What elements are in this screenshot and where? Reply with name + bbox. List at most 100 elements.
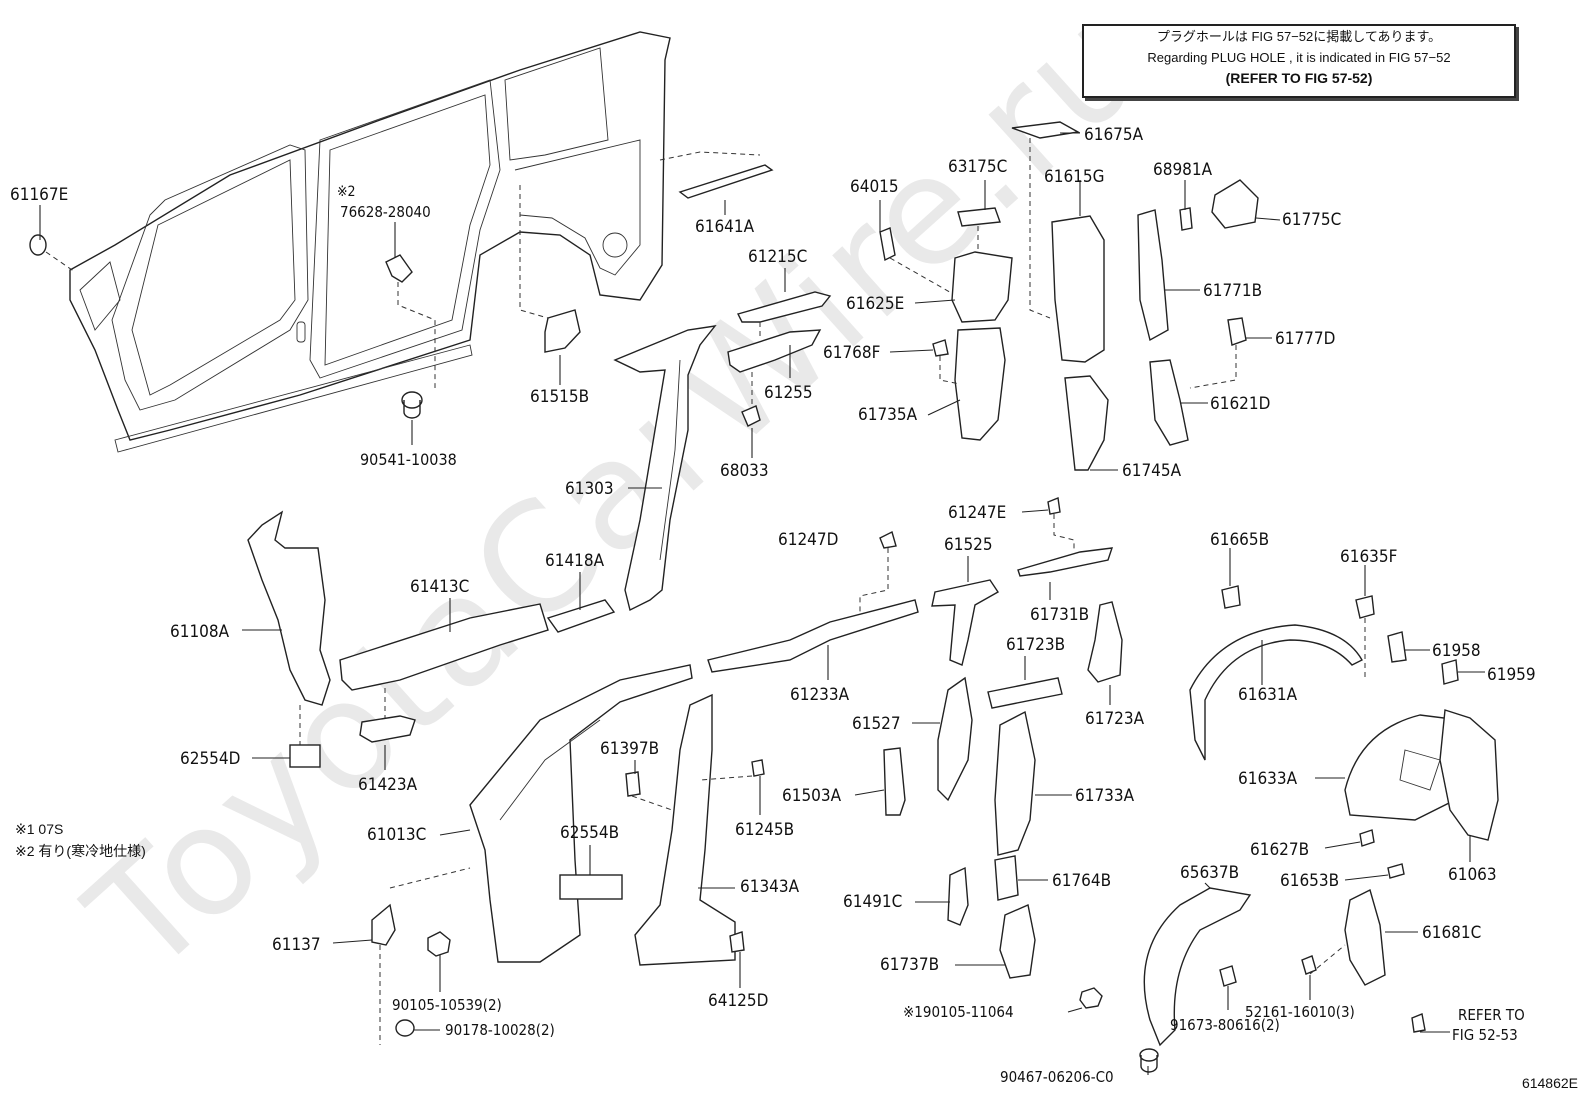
label-61233A: 61233A — [790, 685, 850, 705]
part-61215C — [736, 291, 832, 323]
part-64125D — [729, 931, 745, 953]
part-61303 — [613, 325, 717, 612]
label-61771B: 61771B — [1203, 281, 1262, 301]
label-68033: 68033 — [720, 461, 769, 481]
label-61503A: 61503A — [782, 786, 842, 806]
part-91673-screw — [1219, 965, 1237, 987]
label-61245B: 61245B — [735, 820, 794, 840]
part-61423A — [359, 715, 416, 743]
label-61733A: 61733A — [1075, 786, 1135, 806]
part-61665B — [1221, 585, 1241, 609]
label-61108A: 61108A — [170, 622, 230, 642]
label-61515B: 61515B — [530, 387, 589, 407]
part-61731B — [1017, 547, 1114, 577]
part-61503A — [883, 747, 906, 816]
part-68981A — [1179, 207, 1193, 231]
part-61527 — [937, 676, 973, 802]
note-line-english: Regarding PLUG HOLE , it is indicated in… — [1147, 50, 1451, 65]
label-61418A: 61418A — [545, 551, 605, 571]
part-90467-nut — [1139, 1048, 1159, 1073]
part-61063 — [1439, 709, 1499, 841]
part-61343A — [634, 693, 736, 966]
label-61675A: 61675A — [1084, 125, 1144, 145]
part-61108A — [247, 510, 331, 706]
label-64125D: 64125D — [708, 991, 768, 1011]
label-61397B: 61397B — [600, 739, 659, 759]
part-61737B — [999, 904, 1036, 979]
legend-note-2: ※2 有り(寒冷地仕様) — [15, 843, 146, 859]
part-61255 — [727, 329, 822, 373]
note-line-japanese: プラグホールは FIG 57−52に掲載してあります。 — [1156, 29, 1442, 44]
label-62554D: 62554D — [180, 749, 240, 769]
label-62554B: 62554B — [560, 823, 619, 843]
part-61627B — [1359, 829, 1375, 847]
part-61418A — [546, 599, 616, 633]
label-52161-16010: 52161-16010(3) — [1245, 1003, 1355, 1021]
part-90105-bolt-b — [1079, 987, 1103, 1009]
part-61631A — [1189, 624, 1363, 761]
label-61737B: 61737B — [880, 955, 939, 975]
label-90105-11064: ※190105-11064 — [903, 1003, 1014, 1021]
label-90467-06206-C0: 90467-06206-C0 — [1000, 1068, 1114, 1086]
label-61631A: 61631A — [1238, 685, 1298, 705]
legend-note-1: ※1 07S — [15, 821, 64, 837]
label-61959: 61959 — [1487, 665, 1536, 685]
part-63175C — [957, 207, 1001, 227]
label-61764B: 61764B — [1052, 871, 1111, 891]
label-65637B: 65637B — [1180, 863, 1239, 883]
label-61525: 61525 — [944, 535, 993, 555]
part-61247D — [879, 530, 897, 549]
label-64015: 64015 — [850, 177, 899, 197]
label-61681C: 61681C — [1422, 923, 1481, 943]
label-90178-10028: 90178-10028(2) — [445, 1021, 555, 1039]
part-65637B — [1143, 887, 1252, 1047]
label-61627B: 61627B — [1250, 840, 1309, 860]
part-61013C — [469, 664, 693, 963]
legend: ※1 07S ※2 有り(寒冷地仕様) — [15, 818, 146, 862]
part-52161-screw — [1301, 955, 1317, 975]
part-61635F — [1355, 595, 1375, 619]
label-61215C: 61215C — [748, 247, 807, 267]
part-61723B — [987, 677, 1063, 709]
figure-id: 614862E — [1521, 1075, 1578, 1091]
part-61247E — [1047, 497, 1061, 515]
side-outer-panel — [69, 31, 671, 453]
label-61491C: 61491C — [843, 892, 902, 912]
part-61137 — [371, 903, 396, 946]
part-61615G — [1051, 215, 1105, 363]
part-61723A — [1087, 601, 1123, 683]
part-61413C — [339, 603, 549, 691]
label-61768F: 61768F — [823, 343, 880, 363]
label-61723B: 61723B — [1006, 635, 1065, 655]
label-91673-80616: 91673-80616(2) — [1170, 1016, 1280, 1034]
label-61745A: 61745A — [1122, 461, 1182, 481]
label-61635F: 61635F — [1340, 547, 1397, 567]
part-61397B — [625, 771, 641, 797]
label-61775C: 61775C — [1282, 210, 1341, 230]
plug-hole-note: プラグホールは FIG 57−52に掲載してあります。 Regarding PL… — [1082, 24, 1516, 98]
part-61167E-cap — [29, 234, 47, 256]
label-61063: 61063 — [1448, 865, 1497, 885]
part-labels: 61167E ※2 76628-28040 90541-10038 61515B… — [10, 125, 1536, 1086]
part-61775C — [1211, 179, 1259, 229]
part-61675A — [1011, 121, 1081, 139]
part-61653B — [1387, 863, 1405, 879]
label-61723A: 61723A — [1085, 709, 1145, 729]
part-61764B — [994, 855, 1019, 901]
label-61247E: 61247E — [948, 503, 1006, 523]
label-76628-28040: 76628-28040 — [340, 203, 431, 221]
part-61233A — [707, 599, 919, 673]
label-61641A: 61641A — [695, 217, 755, 237]
label-90105-10539: 90105-10539(2) — [392, 996, 502, 1014]
label-61731B: 61731B — [1030, 605, 1089, 625]
label-61423A: 61423A — [358, 775, 418, 795]
label-61615G: 61615G — [1044, 167, 1105, 187]
part-90178-plug — [395, 1019, 415, 1037]
part-61641A — [678, 164, 774, 199]
part-68033 — [741, 405, 761, 427]
label-61633A: 61633A — [1238, 769, 1298, 789]
part-61745A — [1064, 375, 1109, 471]
part-61515B — [544, 309, 581, 353]
note-line-refer: (REFER TO FIG 57-52) — [1225, 70, 1373, 86]
part-64015 — [879, 227, 896, 262]
